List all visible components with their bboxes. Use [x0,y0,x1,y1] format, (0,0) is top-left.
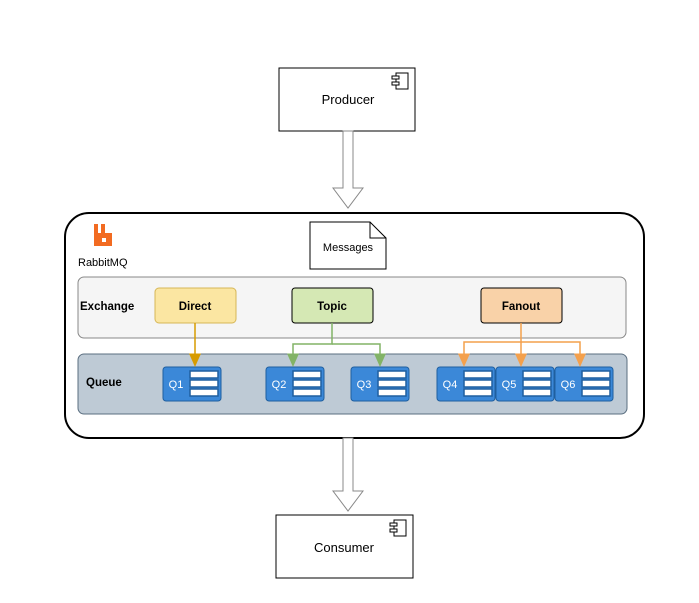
exchange-fanout: Fanout [480,287,563,324]
queue-stack-icon [377,370,407,397]
queue-stack-icon [189,370,219,397]
exchange-direct: Direct [154,287,237,324]
queue-stack-icon [581,370,611,397]
exchange-direct-label: Direct [179,301,212,313]
exchange-topic: Topic [291,287,374,324]
producer-node: Producer [278,67,416,132]
exchange-topic-label: Topic [317,301,347,313]
rabbitmq-broker: RabbitMQ Messages Exchange Direct Topic … [64,212,645,439]
queue-q4-label: Q4 [443,379,458,391]
topic-route-arrows [287,323,386,367]
broker-to-consumer-arrow [332,437,364,512]
component-icon [389,519,407,537]
queue-q1-label: Q1 [169,379,184,391]
queue-row: Queue Q1 Q2 [77,353,628,415]
queue-q5-label: Q5 [502,379,517,391]
producer-to-broker-arrow [332,130,364,209]
queue-q4: Q4 [436,366,496,402]
queue-q6: Q6 [554,366,614,402]
queue-stack-icon [522,370,552,397]
producer-label: Producer [322,92,375,107]
exchange-fanout-label: Fanout [502,301,540,313]
queue-row-label: Queue [86,377,122,389]
queue-q2: Q2 [265,366,325,402]
fanout-route-arrows [458,323,586,367]
component-icon [391,72,409,90]
queue-stack-icon [292,370,322,397]
queue-q3: Q3 [350,366,410,402]
queue-q1: Q1 [162,366,222,402]
queue-q3-label: Q3 [357,379,372,391]
rabbitmq-logo [94,224,112,246]
consumer-node: Consumer [275,514,414,579]
queue-q5: Q5 [495,366,555,402]
messages-note: Messages [309,221,387,270]
exchange-row-label: Exchange [80,301,134,313]
queue-stack-icon [463,370,493,397]
queue-q6-label: Q6 [561,379,576,391]
exchange-row: Exchange Direct Topic Fanout [77,276,627,339]
messages-label: Messages [323,242,374,254]
consumer-label: Consumer [314,540,375,555]
broker-name: RabbitMQ [78,257,128,269]
queue-q2-label: Q2 [272,379,287,391]
